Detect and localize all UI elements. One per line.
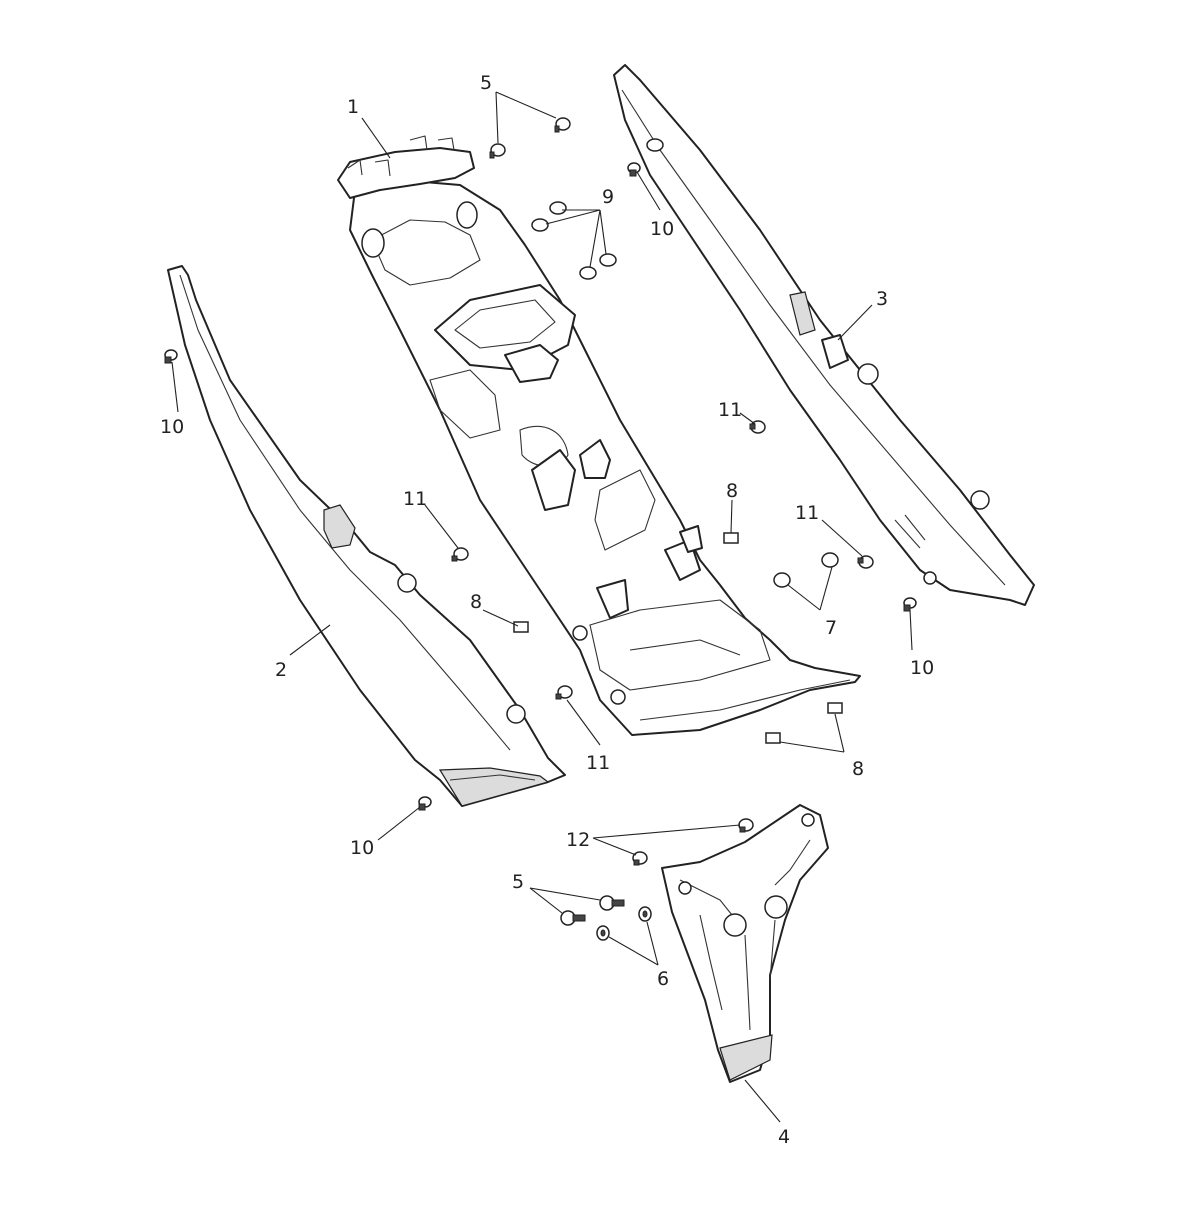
callout-9: 9 [602,186,614,208]
callout-11-lower: 11 [586,752,610,774]
callout-10-top: 10 [650,218,674,240]
callout-labels: 1 5 9 10 3 10 11 8 11 11 8 7 2 10 11 8 1… [160,72,934,1148]
screw-11-mid-left [451,547,469,562]
part-2-left-side-panel [167,265,566,807]
screw-11-right [857,555,874,569]
screw-5-bottom-b [560,910,586,926]
callout-5-bottom: 5 [512,871,524,893]
clip-8-left [513,621,529,633]
bolt-10-bottom [418,796,432,811]
screw-5-top-right [554,117,571,133]
callout-8-left: 8 [470,591,482,613]
grommet-9-d [599,253,617,267]
screw-11-upper-right [749,420,766,434]
callout-12: 12 [566,829,590,851]
grommet-7-a [821,552,839,568]
callout-8-upper: 8 [726,480,738,502]
leader-lines [171,91,913,1123]
callout-11-right: 11 [795,502,819,524]
bolt-10-right [903,597,917,612]
screw-5-top-left [489,143,506,159]
grommet-9-a [549,201,567,215]
callout-3: 3 [876,288,888,310]
clip-8-lower-a [765,732,781,744]
callout-6: 6 [657,968,669,990]
clip-8-upper [723,532,739,544]
part-3-right-side-rail [613,64,1035,606]
grommet-9-b [531,218,549,232]
callout-11-mid-left: 11 [403,488,427,510]
screw-12-b [632,851,648,866]
callout-10-right: 10 [910,657,934,679]
callout-8-lower: 8 [852,758,864,780]
callout-2: 2 [275,659,287,681]
part-4-rear-hugger [661,804,829,1083]
grommet-7-b [773,572,791,588]
part-1-central-undertray [337,135,861,736]
washer-6-b [596,925,610,941]
callout-4: 4 [778,1126,790,1148]
callout-5-top: 5 [480,72,492,94]
bolt-10-left [164,349,178,364]
bolt-10-top [627,162,641,177]
callout-10-left: 10 [160,416,184,438]
screw-5-bottom-a [599,895,625,911]
callout-11-upper-right: 11 [718,399,742,421]
screw-12-a [738,818,754,833]
callout-1: 1 [347,96,359,118]
callout-7: 7 [825,617,837,639]
clip-8-lower-b [827,702,843,714]
callout-10-bottom: 10 [350,837,374,859]
screw-11-lower [555,685,573,700]
washer-6-a [638,906,652,922]
grommet-9-c [579,266,597,280]
